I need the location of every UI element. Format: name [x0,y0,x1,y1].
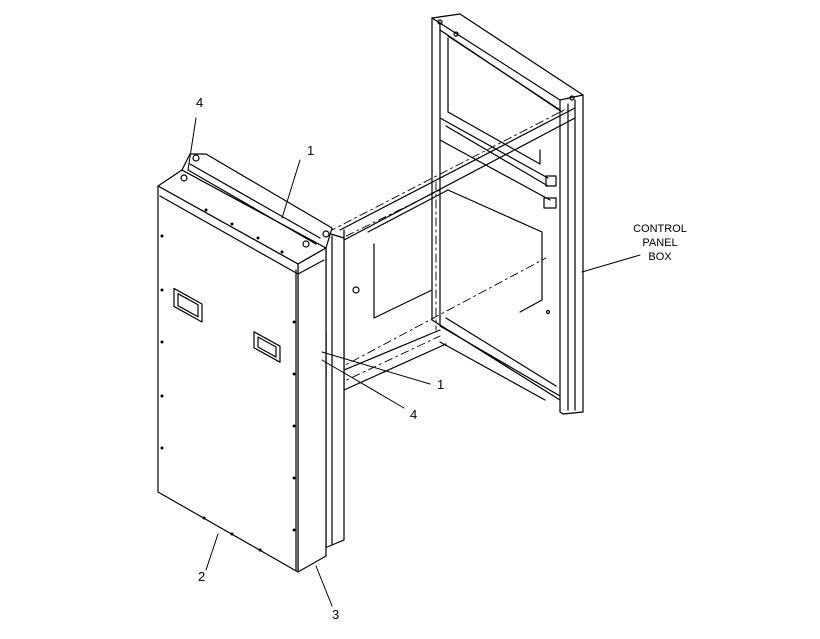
label-line-2: PANEL [642,237,678,249]
panel-door [158,154,332,572]
callout-3: 3 [332,607,340,622]
callout-4-mid: 4 [410,407,418,422]
control-panel-box-frame [432,14,583,414]
label-line-1: CONTROL [633,223,687,235]
callout-4-top: 4 [196,95,204,110]
callout-2: 2 [198,569,206,584]
alignment-lines [328,108,568,400]
callout-1-top: 1 [307,143,315,158]
callout-1-mid: 1 [437,377,445,392]
label-line-3: BOX [648,251,672,263]
control-panel-box-label: CONTROL PANEL BOX [618,222,702,264]
leader-lines [188,118,640,606]
